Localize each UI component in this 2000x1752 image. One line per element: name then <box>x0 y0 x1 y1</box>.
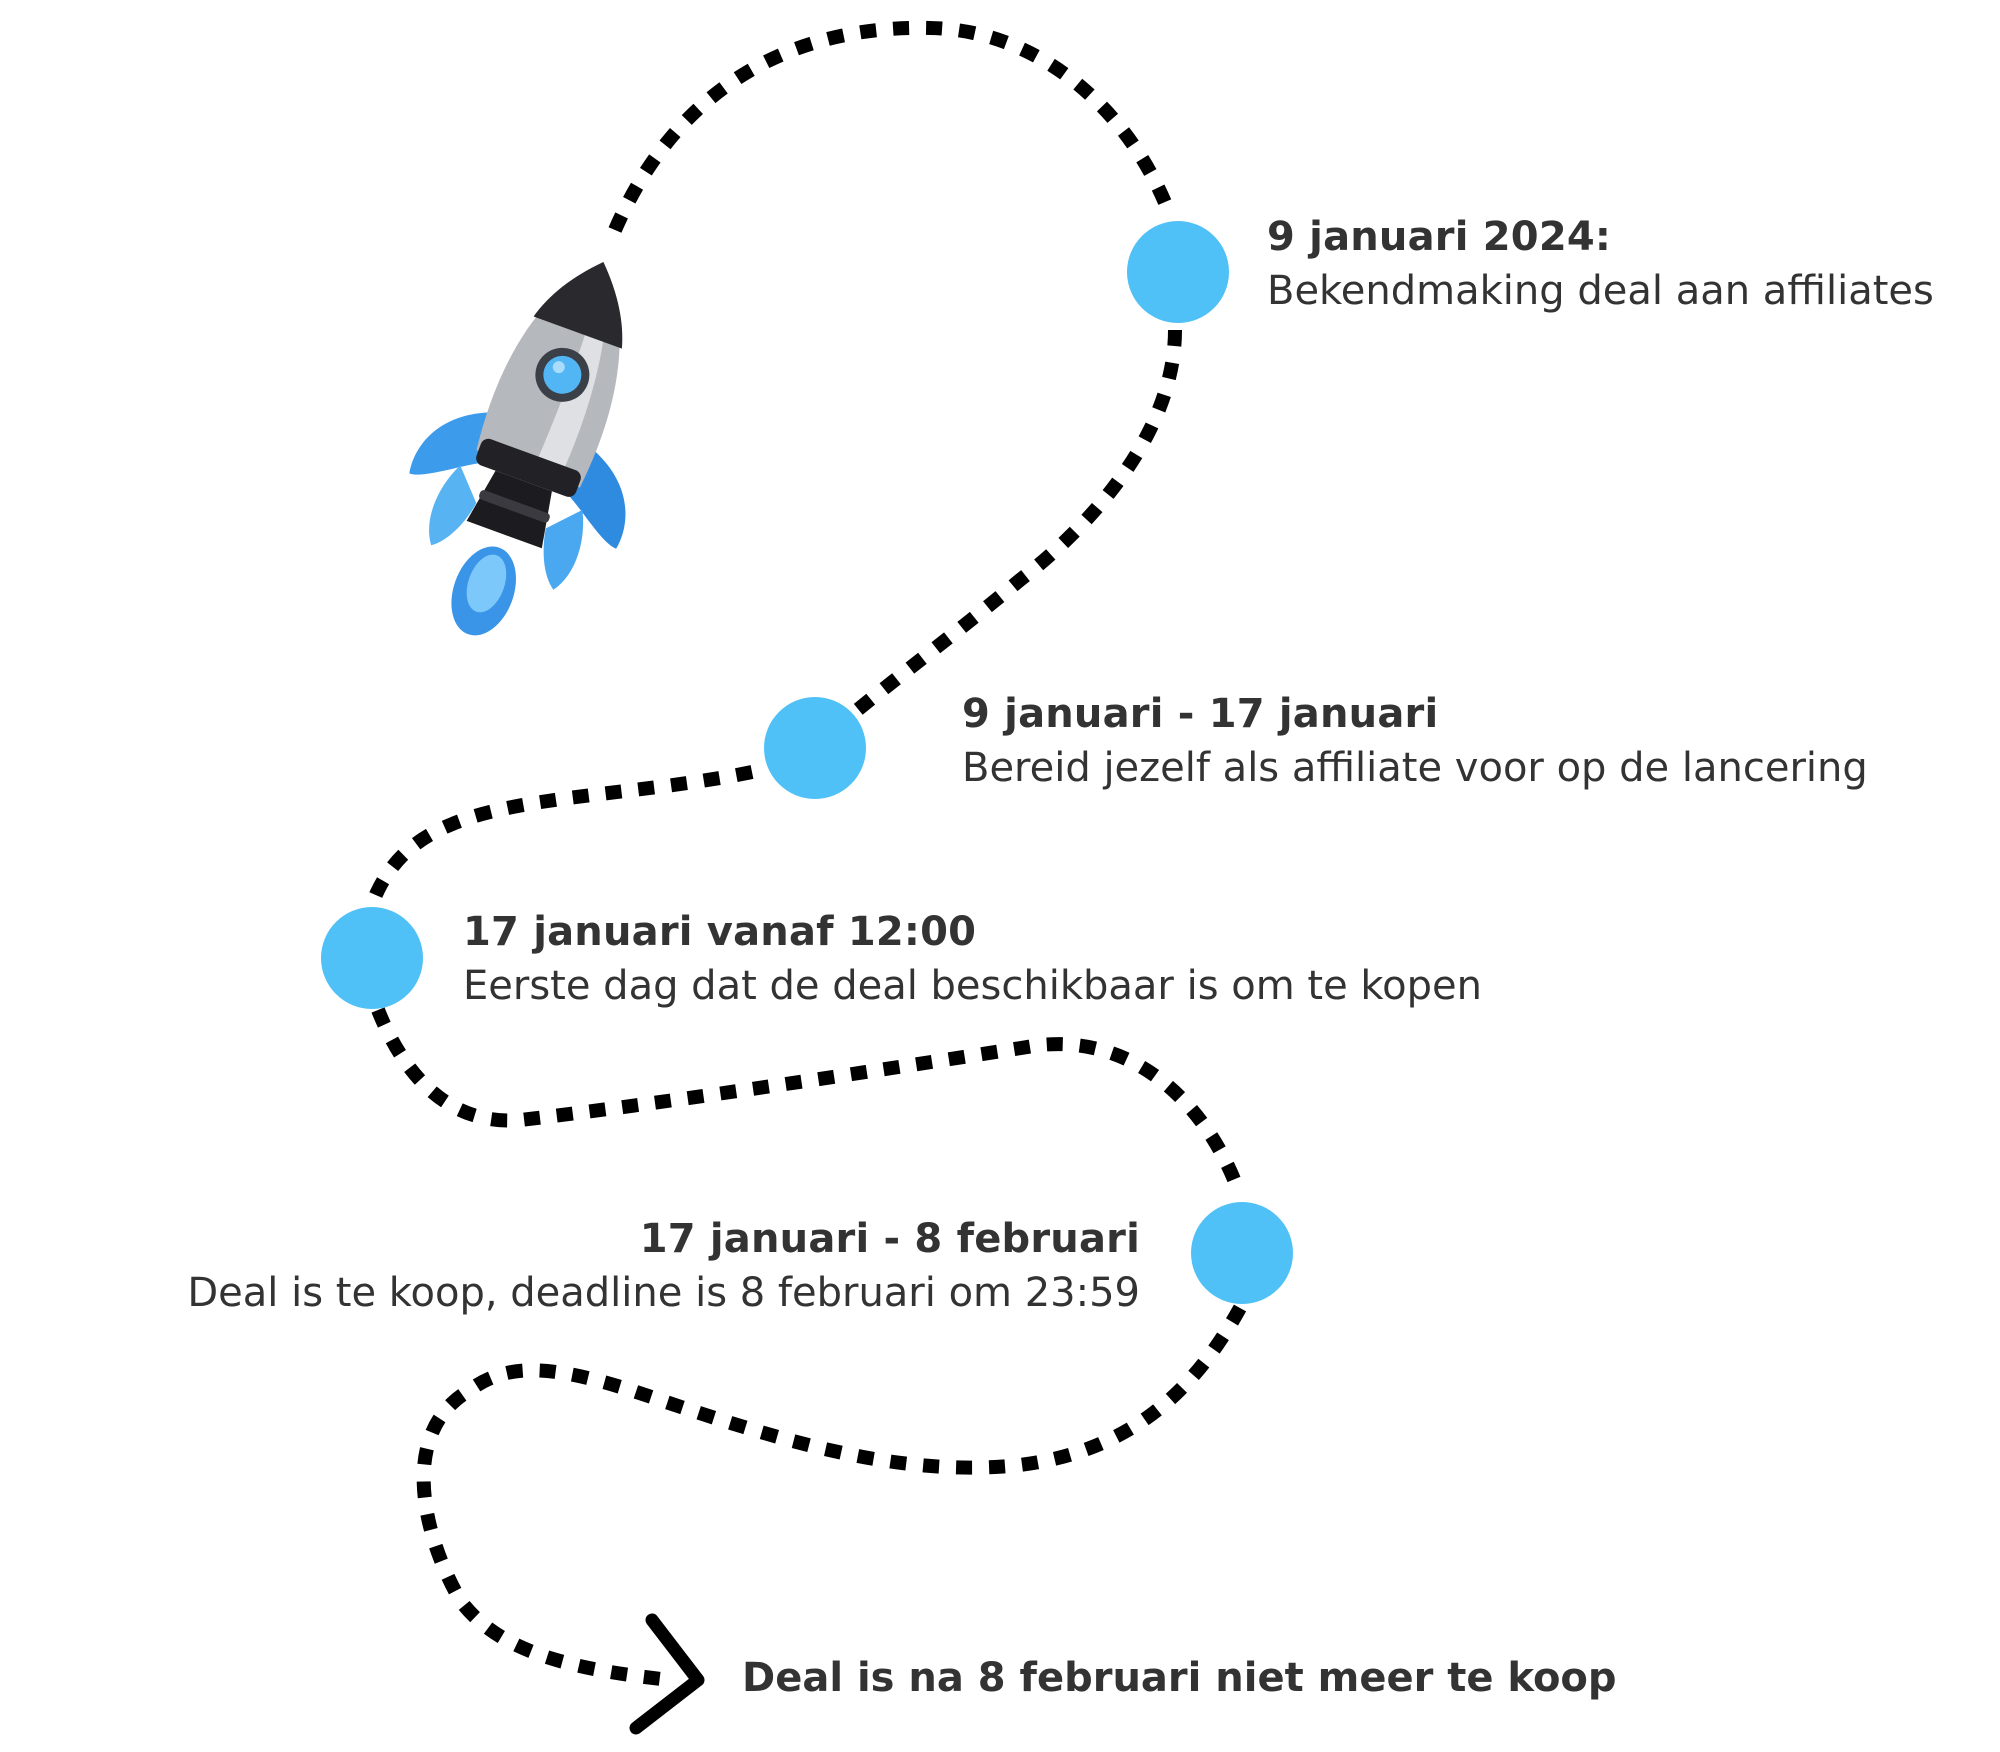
milestone-title: 17 januari - 8 februari <box>639 1216 1140 1262</box>
milestone-2: 9 januari - 17 januari Bereid jezelf als… <box>962 690 1868 792</box>
milestone-title: 17 januari vanaf 12:00 <box>463 909 977 955</box>
milestone-dot-2 <box>764 697 866 799</box>
milestone-3: 17 januari vanaf 12:00 Eerste dag dat de… <box>463 908 1482 1010</box>
rocket-icon <box>409 262 626 636</box>
arrow-right-icon <box>629 1613 705 1735</box>
milestone-description: Bekendmaking deal aan affiliates <box>1267 268 1934 314</box>
milestone-description: Eerste dag dat de deal beschikbaar is om… <box>463 963 1482 1009</box>
milestone-title: 9 januari - 17 januari <box>962 691 1439 737</box>
milestone-dot-3 <box>321 907 423 1009</box>
milestone-title: 9 januari 2024: <box>1267 214 1612 260</box>
milestone-1: 9 januari 2024: Bekendmaking deal aan af… <box>1267 213 1934 315</box>
milestone-description: Bereid jezelf als affiliate voor op de l… <box>962 745 1868 791</box>
timeline-path <box>363 20 1247 1687</box>
final-milestone-label: Deal is na 8 februari niet meer te koop <box>742 1655 1617 1701</box>
milestone-dot-4 <box>1191 1202 1293 1304</box>
milestone-description: Deal is te koop, deadline is 8 februari … <box>187 1270 1140 1316</box>
milestone-dot-1 <box>1127 221 1229 323</box>
milestone-4: 17 januari - 8 februari Deal is te koop,… <box>187 1215 1140 1317</box>
